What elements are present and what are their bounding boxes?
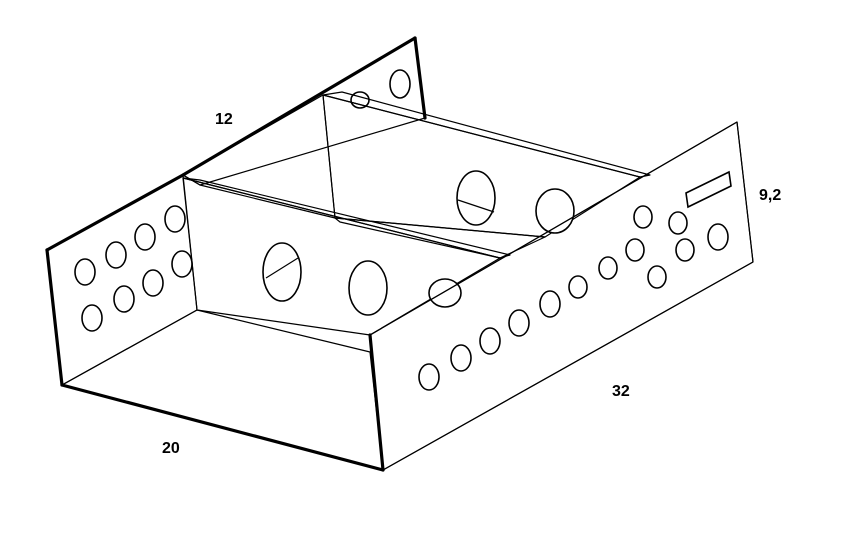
back-panel-side-edge [413, 36, 427, 120]
back-panel-hole [389, 69, 411, 99]
middle-separator [182, 94, 336, 219]
divider-hole [456, 170, 496, 226]
right-side-panel [369, 121, 754, 471]
right-panel-back-edge [736, 121, 754, 263]
front-divider-top [182, 177, 511, 259]
dimension-height-label: 9,2 [759, 187, 781, 204]
divider-hole [428, 278, 462, 308]
hole-inner-line [457, 199, 495, 213]
left-panel-front-edge [45, 248, 64, 387]
right-panel-top-edge [369, 121, 738, 336]
divider-hole [535, 188, 575, 234]
right-panel-bottom-edge [382, 261, 754, 471]
bottom-front-edge [60, 383, 385, 472]
dimension-width-label: 20 [162, 440, 180, 457]
floor-panel [61, 309, 384, 471]
right-panel-front-edge [368, 333, 385, 472]
panel-slot [685, 170, 732, 209]
right-panel-holes [418, 205, 729, 391]
hole-inner-line [265, 257, 299, 279]
left-panel-holes [74, 205, 193, 332]
dimension-depth-label: 12 [215, 111, 233, 128]
rear-divider-top [322, 91, 651, 178]
divider-hole [262, 242, 302, 302]
divider-hole [348, 260, 388, 316]
dimension-length-label: 32 [612, 383, 630, 400]
back-panel-top-edge [181, 36, 417, 177]
front-divider-wall [182, 177, 501, 336]
left-panel-top-edge [45, 173, 185, 252]
